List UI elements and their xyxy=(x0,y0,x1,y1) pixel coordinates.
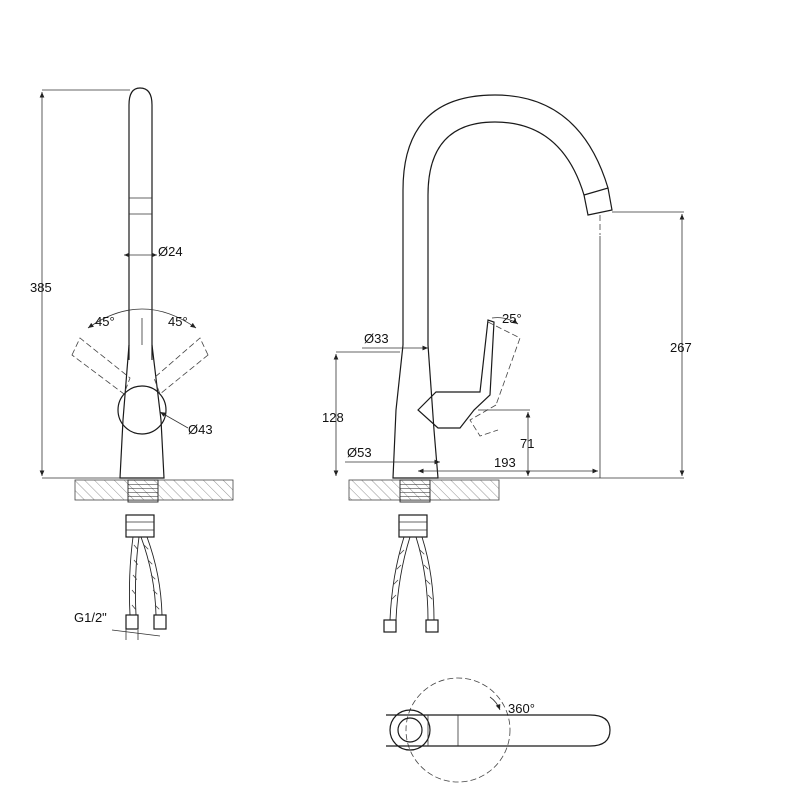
dim-spout-height: 267 xyxy=(670,340,692,355)
dim-rotation: 360° xyxy=(508,701,535,716)
dim-base-height: 128 xyxy=(322,410,344,425)
handle-hub xyxy=(117,385,167,435)
handle-right-position xyxy=(153,337,209,395)
spout-tube-front xyxy=(128,87,153,360)
dim-body-diameter: Ø43 xyxy=(188,422,213,437)
supply-hose-left-a xyxy=(128,536,140,616)
spout-curve xyxy=(402,94,609,345)
dim-overall-height: 385 xyxy=(30,280,52,295)
thread-stem-left xyxy=(127,479,159,503)
lever-top-view xyxy=(386,714,611,747)
dim-thread: G1/2" xyxy=(74,610,107,625)
rotation-circle xyxy=(405,677,511,783)
lever-handle xyxy=(417,319,495,429)
dim-handle-height: 71 xyxy=(520,436,534,451)
dim-spout-diameter: Ø24 xyxy=(158,244,183,259)
dim-neck-diameter: Ø33 xyxy=(364,331,389,346)
faucet-body-front xyxy=(119,344,165,479)
front-view: 385 Ø24 45° 45° Ø43 G1/2" xyxy=(30,87,234,640)
supply-hose-right xyxy=(389,536,435,621)
dim-lever-angle: 25° xyxy=(502,311,522,326)
thread-stem-right xyxy=(399,479,431,503)
side-view: 25° Ø33 128 Ø53 71 193 267 xyxy=(322,94,692,633)
faucet-body-side xyxy=(392,344,439,479)
aerator xyxy=(583,187,613,216)
dim-spout-reach: 193 xyxy=(494,455,516,470)
top-view: 360° xyxy=(386,677,611,783)
dim-angle-left: 45° xyxy=(95,314,115,329)
dim-base-diameter: Ø53 xyxy=(347,445,372,460)
dim-angle-right: 45° xyxy=(168,314,188,329)
handle-left-position xyxy=(71,337,131,395)
